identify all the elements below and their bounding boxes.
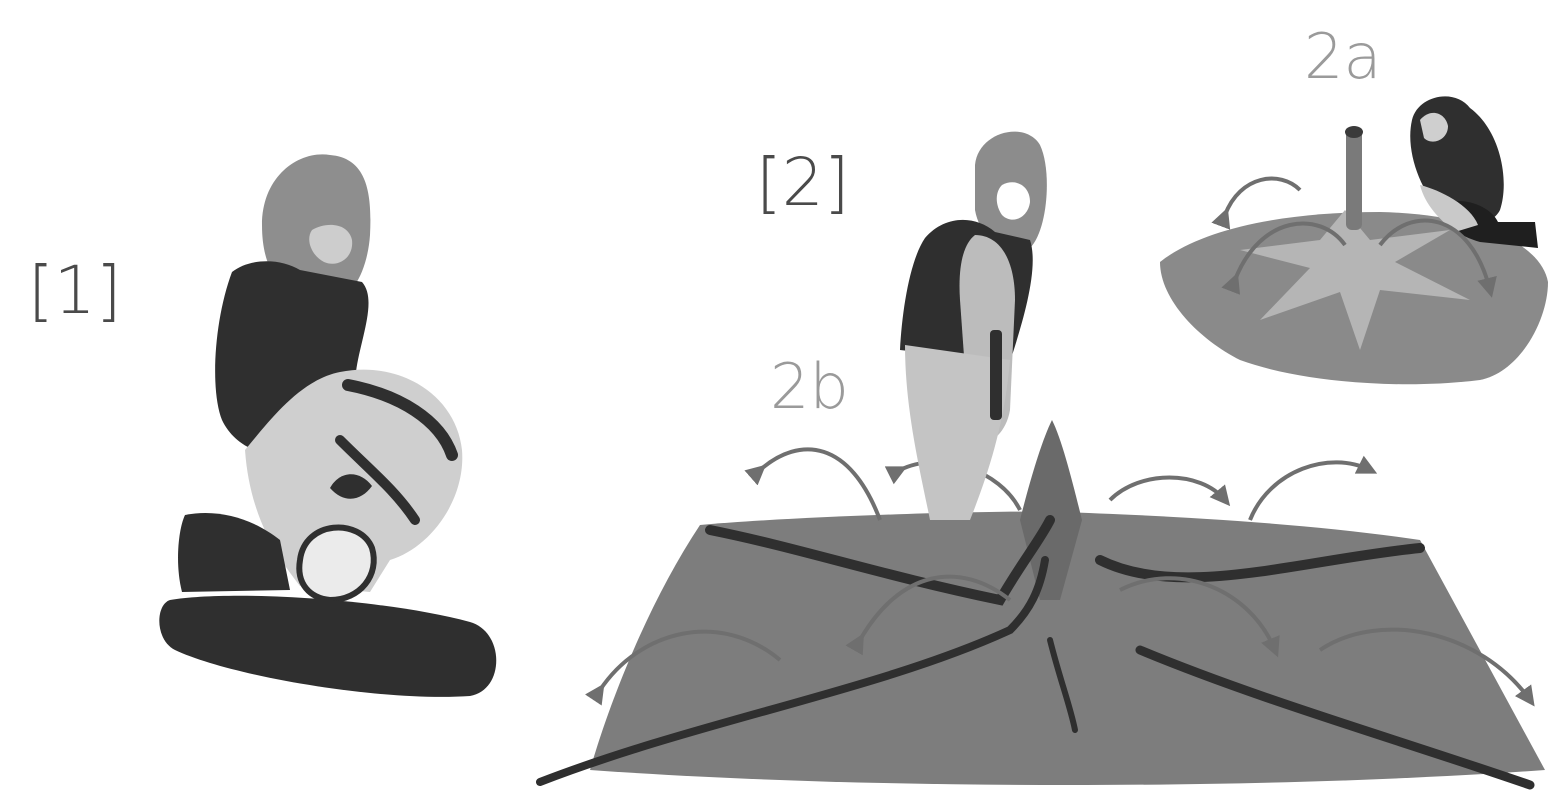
scene-label-2b: 2b — [770, 356, 849, 418]
standing-person-icon — [900, 132, 1047, 520]
cracked-ground-icon — [540, 420, 1545, 785]
scene-label-2a: 2a — [1304, 26, 1381, 88]
kneeling-person-icon — [159, 154, 496, 697]
crouching-person-icon — [1160, 96, 1548, 384]
scene-label-1: [1] — [28, 258, 122, 324]
scene-label-2: [2] — [756, 150, 850, 216]
